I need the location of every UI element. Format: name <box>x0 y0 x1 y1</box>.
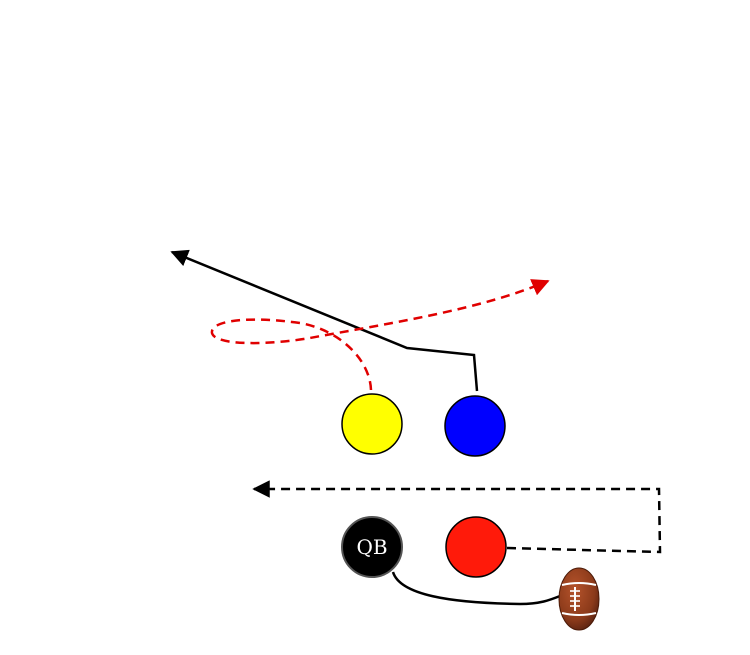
route-red <box>252 480 662 554</box>
route-blue <box>170 249 479 392</box>
player-blue[interactable] <box>444 395 506 457</box>
route-qb-to-ball <box>391 571 561 606</box>
qb-label: QB <box>356 535 387 559</box>
route-yellow <box>210 279 550 391</box>
football-icon <box>558 567 600 631</box>
player-red[interactable] <box>445 516 507 578</box>
player-yellow[interactable] <box>341 393 403 455</box>
player-qb[interactable] <box>341 516 403 578</box>
